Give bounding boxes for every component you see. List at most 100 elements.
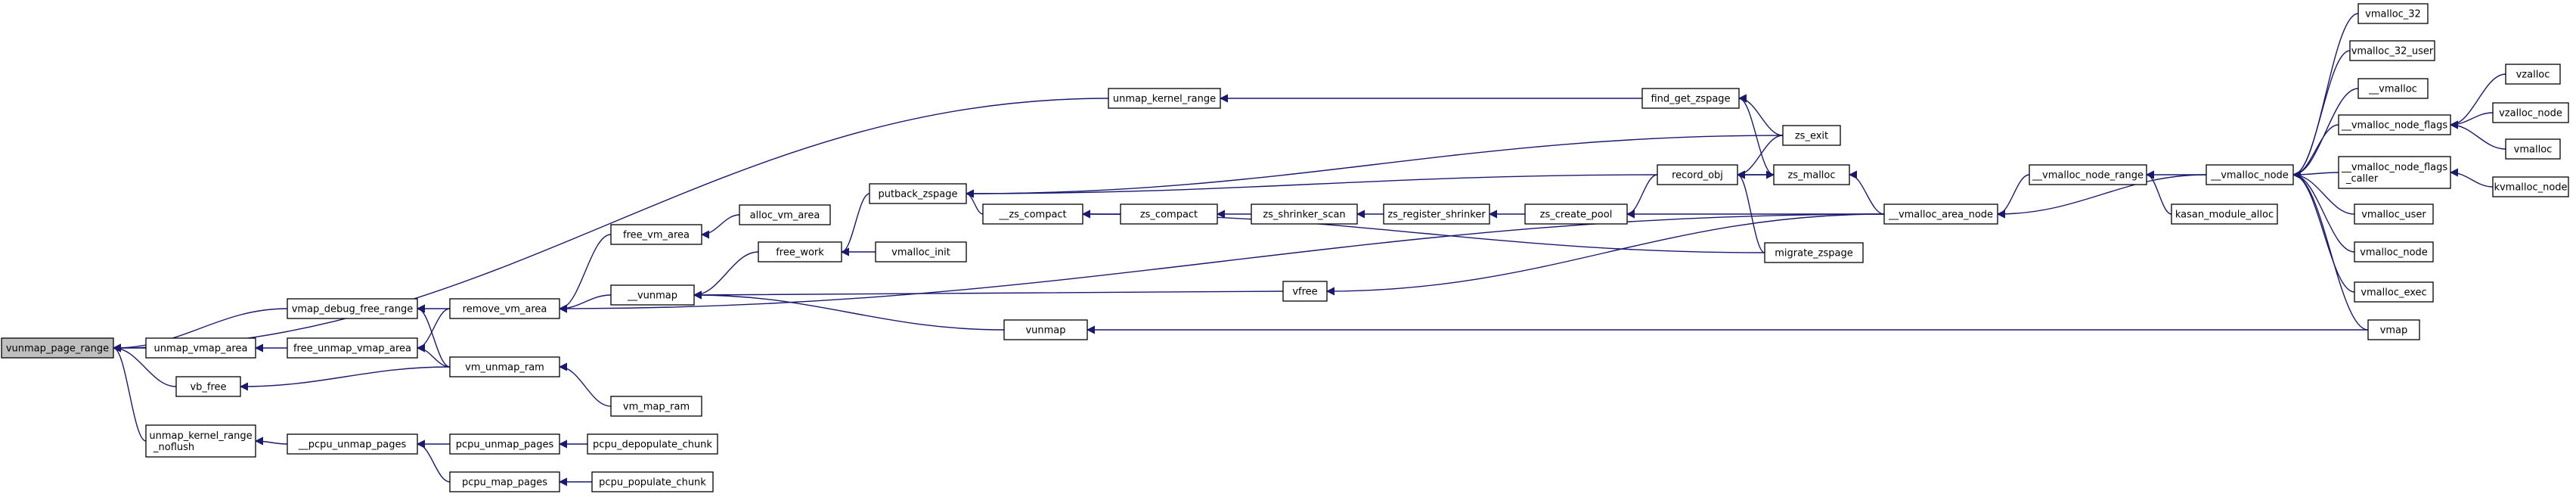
node-label: pcpu_depopulate_chunk	[593, 440, 712, 451]
edge-vfree-to-vunmap	[693, 290, 1284, 300]
node-box	[587, 433, 718, 455]
node-box	[449, 356, 560, 377]
node-vmap[interactable]: vmap	[2367, 319, 2420, 340]
edge-zs-malloc-to-find-get-zspage	[1737, 94, 1775, 176]
node-zs-malloc[interactable]: zs_malloc	[1773, 164, 1850, 185]
node-box	[1, 337, 114, 359]
edge-vmalloc-node-to-vmalloc-area-node	[1996, 174, 2207, 219]
node-box	[449, 471, 560, 492]
node-label: zs_malloc	[1787, 170, 1835, 182]
node-remove-vm-area[interactable]: remove_vm_area	[449, 298, 560, 319]
edge-vmalloc-to-vmalloc-node-flags	[2449, 120, 2506, 150]
node-label: vunmap_page_range	[6, 343, 109, 355]
node-pcpu-depopulate-chunk[interactable]: pcpu_depopulate_chunk	[587, 433, 718, 455]
node-label: kasan_module_alloc	[2175, 210, 2274, 221]
node-box	[591, 471, 714, 492]
node-box	[1003, 319, 1088, 340]
node-vmalloc-node-flags[interactable]: __vmalloc_node_flags	[2338, 114, 2451, 135]
node-vmalloc-init[interactable]: vmalloc_init	[875, 241, 967, 262]
node-unmap-kernel-range-noflush[interactable]: unmap_kernel_range_noflush	[145, 424, 256, 458]
node-label: __vmalloc_node	[2210, 170, 2289, 182]
edge-vmalloc-node-to-vmalloc-node	[2292, 170, 2355, 253]
node-pcpu-unmap-pages[interactable]: pcpu_unmap_pages	[449, 433, 560, 455]
edge-vmap-debug-free-range-to-vunmap-page-range	[112, 308, 288, 353]
edge-record-obj-to-putback-zspage	[965, 174, 1658, 198]
node-free-vm-area[interactable]: free_vm_area	[610, 224, 702, 245]
node-zs-register-shrinker[interactable]: zs_register_shrinker	[1383, 203, 1490, 225]
node-kasan-module-alloc[interactable]: kasan_module_alloc	[2171, 203, 2278, 225]
node-box	[2505, 64, 2561, 85]
node-vb-free[interactable]: vb_free	[175, 376, 241, 397]
node-label: vmalloc_32	[2365, 9, 2421, 20]
node-vmalloc-user[interactable]: vmalloc_user	[2354, 203, 2434, 225]
node-label: vmalloc_exec	[2361, 287, 2426, 299]
node-migrate-zspage[interactable]: migrate_zspage	[1764, 242, 1864, 263]
node-vunmap[interactable]: __vunmap	[610, 284, 695, 306]
node-box	[1282, 281, 1328, 302]
node-pcpu-map-pages[interactable]: pcpu_map_pages	[449, 471, 560, 492]
node-box	[449, 433, 560, 455]
node-label: __pcpu_unmap_pages	[298, 440, 407, 451]
edge-vm-unmap-ram-to-vmap-debug-free-range	[416, 304, 451, 368]
node-box	[1251, 203, 1358, 225]
node-vmalloc[interactable]: __vmalloc	[2357, 78, 2429, 99]
edge-vm-map-ram-to-vm-unmap-ram	[558, 362, 612, 407]
node-label: vm_unmap_ram	[465, 362, 544, 374]
node-free-unmap-vmap-area[interactable]: free_unmap_vmap_area	[287, 337, 418, 359]
node-label: zs_exit	[1795, 131, 1828, 142]
node-free-work[interactable]: free_work	[758, 241, 842, 262]
node-box	[1641, 88, 1740, 109]
node-vmalloc[interactable]: vmalloc	[2505, 138, 2561, 160]
node-zs-shrinker-scan[interactable]: zs_shrinker_scan	[1251, 203, 1358, 225]
edge-vmap-to-vmalloc-node	[2292, 170, 2369, 331]
node-label: pcpu_map_pages	[462, 477, 547, 489]
node-pcpu-unmap-pages[interactable]: __pcpu_unmap_pages	[287, 433, 418, 455]
node-record-obj[interactable]: record_obj	[1657, 164, 1738, 185]
edge-pcpu-unmap-pages-to-unmap-kernel-range-noflush	[254, 436, 288, 446]
node-label: remove_vm_area	[463, 304, 547, 315]
node-vzalloc[interactable]: vzalloc	[2505, 64, 2561, 85]
node-vmalloc-32-user[interactable]: vmalloc_32_user	[2349, 40, 2435, 61]
node-vmalloc-node-range[interactable]: __vmalloc_node_range	[2029, 164, 2147, 185]
node-label: _caller	[2345, 173, 2379, 185]
node-vmalloc-area-node[interactable]: __vmalloc_area_node	[1883, 203, 1998, 225]
node-zs-create-pool[interactable]: zs_create_pool	[1524, 203, 1628, 225]
node-alloc-vm-area[interactable]: alloc_vm_area	[739, 204, 831, 225]
node-label: vb_free	[190, 382, 226, 393]
node-zs-exit[interactable]: zs_exit	[1782, 125, 1841, 146]
node-box	[287, 433, 418, 455]
node-kvmalloc-node[interactable]: kvmalloc_node	[2492, 176, 2569, 197]
node-label: pcpu_populate_chunk	[599, 477, 706, 489]
node-vfree[interactable]: vfree	[1282, 281, 1328, 302]
node-zs-compact[interactable]: __zs_compact	[982, 203, 1083, 225]
node-label: __vmalloc_node_flags	[2341, 120, 2447, 132]
node-unmap-kernel-range[interactable]: unmap_kernel_range	[1108, 88, 1221, 109]
node-label: __zs_compact	[998, 210, 1066, 221]
node-label: __vmalloc_node_range	[2032, 170, 2144, 182]
node-find-get-zspage[interactable]: find_get_zspage	[1641, 88, 1740, 109]
node-box	[2354, 241, 2434, 262]
node-box	[1782, 125, 1841, 146]
node-vmalloc-node[interactable]: vmalloc_node	[2354, 241, 2434, 262]
node-box	[1120, 203, 1218, 225]
edge-vunmap-to-remove-vm-area	[558, 294, 612, 313]
node-vmalloc-32[interactable]: vmalloc_32	[2357, 3, 2429, 24]
node-box	[1657, 164, 1738, 185]
edges-layer	[112, 13, 2506, 486]
node-label: record_obj	[1672, 170, 1723, 182]
node-vunmap-page-range[interactable]: vunmap_page_range	[1, 337, 114, 359]
node-vm-map-ram[interactable]: vm_map_ram	[610, 396, 702, 417]
node-vmalloc-node[interactable]: __vmalloc_node	[2206, 164, 2294, 185]
node-label: unmap_kernel_range	[1113, 94, 1216, 105]
node-vmap-debug-free-range[interactable]: vmap_debug_free_range	[287, 298, 418, 319]
node-box	[2492, 176, 2569, 197]
node-unmap-vmap-area[interactable]: unmap_vmap_area	[145, 337, 256, 359]
node-pcpu-populate-chunk[interactable]: pcpu_populate_chunk	[591, 471, 714, 492]
node-zs-compact[interactable]: zs_compact	[1120, 203, 1218, 225]
node-putback-zspage[interactable]: putback_zspage	[869, 183, 967, 204]
node-vmalloc-exec[interactable]: vmalloc_exec	[2354, 281, 2434, 303]
node-vmalloc-node-flags-caller[interactable]: __vmalloc_node_flags_caller	[2338, 156, 2451, 189]
node-vm-unmap-ram[interactable]: vm_unmap_ram	[449, 356, 560, 377]
node-vunmap[interactable]: vunmap	[1003, 319, 1088, 340]
node-vzalloc-node[interactable]: vzalloc_node	[2492, 102, 2569, 123]
